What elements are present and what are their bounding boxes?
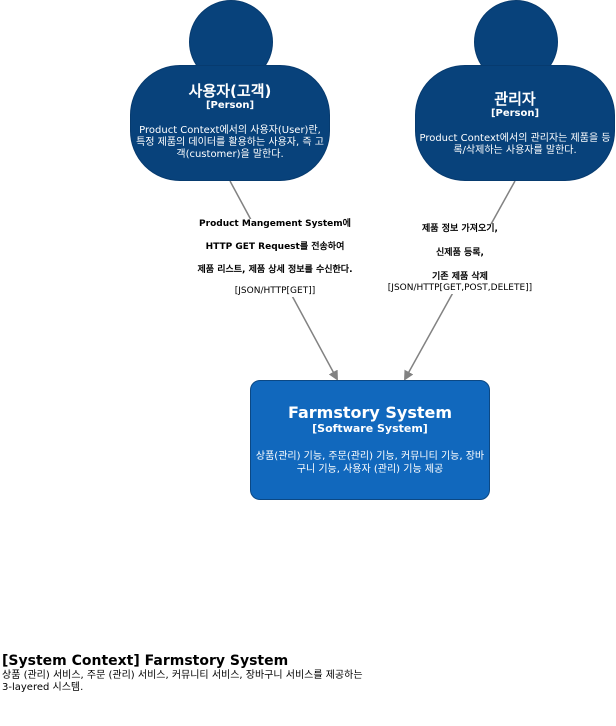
caption-line1: 상품 (관리) 서비스, 주문 (관리) 서비스, 커뮤니티 서비스, 장바구니…: [2, 670, 363, 681]
customer-edge-label: Product Mangement System에 HTTP GET Reque…: [183, 219, 367, 297]
diagram-caption: [System Context] Farmstory System 상품 (관리…: [2, 653, 562, 694]
farmstory-system[interactable]: Farmstory System [Software System] 상품(관리…: [250, 380, 490, 500]
system-tag: [Software System]: [312, 422, 428, 435]
customer-edge-line2: HTTP GET Request를 전송하여: [205, 242, 345, 252]
customer-description: Product Context에서의 사용자(User)란, 특정 제품의 데이…: [136, 125, 324, 160]
caption-title: [System Context] Farmstory System: [2, 653, 289, 669]
system-description: 상품(관리) 기능, 주문(관리) 기능, 커뮤니티 기능, 장바구니 기능, …: [255, 451, 485, 475]
admin-edge-line2: 신제품 등록,: [436, 248, 484, 258]
admin-description: Product Context에서의 관리자는 제품을 등록/삭제하는 사용자를…: [419, 133, 611, 156]
admin-title: 관리자: [494, 90, 536, 108]
admin-edge-label: 제품 정보 가져오기, 신제품 등록, 기존 제품 삭제 [JSON/HTTP[…: [380, 224, 540, 294]
admin-tag: [Person]: [490, 108, 540, 119]
admin-person[interactable]: 관리자 [Person] Product Context에서의 관리자는 제품을…: [415, 65, 615, 181]
caption-line2: 3-layered 시스템.: [2, 682, 84, 693]
system-title: Farmstory System: [287, 403, 453, 422]
customer-edge-line1: Product Mangement System에: [199, 219, 351, 229]
customer-title: 사용자(고객): [188, 82, 272, 100]
customer-person[interactable]: 사용자(고객) [Person] Product Context에서의 사용자(…: [130, 65, 330, 181]
customer-edge-tech: [JSON/HTTP[GET]]: [234, 286, 316, 296]
admin-edge-tech: [JSON/HTTP[GET,POST,DELETE]]: [387, 283, 533, 293]
customer-edge-line3: 제품 리스트, 제품 상세 정보를 수신한다.: [197, 265, 353, 275]
customer-tag: [Person]: [205, 100, 255, 111]
admin-edge-line3: 기존 제품 삭제: [432, 272, 488, 282]
admin-edge-line1: 제품 정보 가져오기,: [422, 224, 498, 234]
